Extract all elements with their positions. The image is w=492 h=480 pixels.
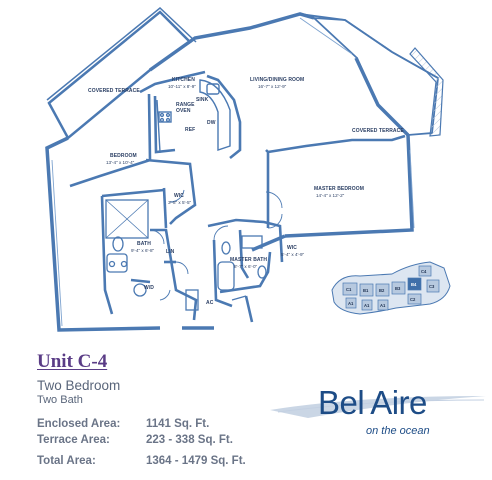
dim-wic-1: 3'-8" x 5'-5" <box>168 200 192 205</box>
label-sink: SINK <box>196 97 209 103</box>
enclosed-area-row: Enclosed Area: 1141 Sq. Ft. <box>37 418 297 434</box>
label-range-oven-2: OVEN <box>176 108 191 114</box>
dim-wic-2: 5'-4" x 4'-9" <box>281 252 305 257</box>
unit-title: Unit C-4 <box>37 351 108 372</box>
bath-fixtures <box>105 199 199 311</box>
unit-bedrooms: Two Bedroom <box>37 378 121 393</box>
kitchen-counter <box>156 79 231 153</box>
brand-swoosh <box>270 396 486 418</box>
room-labels: COVERED TERRACE KITCHEN 10'-11" x 8'-9" … <box>88 77 404 306</box>
interior-walls <box>69 70 406 323</box>
label-master-bath: MASTER BATH <box>230 257 267 263</box>
master-bath-fixtures <box>217 235 267 301</box>
label-range-oven-1: RANGE <box>176 102 195 108</box>
covered-terrace-left <box>46 7 197 140</box>
covered-terrace-right <box>299 13 444 137</box>
key-label-c2: C2 <box>410 297 416 302</box>
key-label-b1: B1 <box>363 288 369 293</box>
dim-kitchen: 10'-11" x 8'-9" <box>168 84 196 89</box>
label-bedroom: BEDROOM <box>110 153 137 159</box>
door-swings <box>149 189 283 301</box>
label-wd: W/D <box>144 285 154 291</box>
key-label-c4: C4 <box>421 269 427 274</box>
label-ac: AC <box>206 300 214 306</box>
key-plan: C1 B1 B2 B3 B4 C4 C3 C2 A1 A1 A1 <box>331 261 451 315</box>
terrace-area-row: Terrace Area: 223 - 338 Sq. Ft. <box>37 434 297 450</box>
brand-tagline: on the ocean <box>366 425 430 437</box>
key-label-c1: C1 <box>346 287 352 292</box>
label-kitchen: KITCHEN <box>172 77 195 83</box>
terrace-area-value: 223 - 338 Sq. Ft. <box>146 434 233 446</box>
dim-living-dining: 16'-7" x 12'-9" <box>258 84 287 89</box>
total-area-label: Total Area: <box>37 455 96 467</box>
dim-bedroom: 13'-4" x 10'-4" <box>106 160 135 165</box>
label-dw: DW <box>207 120 216 126</box>
dim-master-bath: 8'-7" x 6'-0" <box>234 264 258 269</box>
label-master-bedroom: MASTER BEDROOM <box>314 186 364 192</box>
enclosed-area-label: Enclosed Area: <box>37 418 121 430</box>
brand-name-part1: Bel <box>318 384 365 421</box>
label-covered-terrace-top: COVERED TERRACE <box>88 88 140 94</box>
brand-name-part2: Aire <box>370 384 427 421</box>
label-bath: BATH <box>137 241 151 247</box>
label-wic-1: WIC <box>174 193 184 199</box>
dim-bath: 9'-4" x 6'-8" <box>131 248 155 253</box>
label-ref: REF <box>185 127 195 133</box>
dim-master-bedroom: 14'-4" x 12'-2" <box>316 193 345 198</box>
label-lin: LIN <box>166 249 175 255</box>
label-wic-2: WIC <box>287 245 297 251</box>
enclosed-area-value: 1141 Sq. Ft. <box>146 418 210 430</box>
windows <box>51 17 415 327</box>
key-label-a1-1: A1 <box>348 301 354 306</box>
total-area-row: Total Area: 1364 - 1479 Sq. Ft. <box>37 455 297 471</box>
key-label-a1-3: A1 <box>380 303 386 308</box>
key-label-c3: C3 <box>429 284 435 289</box>
label-living-dining: LIVING/DINING ROOM <box>250 77 304 83</box>
total-area-value: 1364 - 1479 Sq. Ft. <box>146 455 246 467</box>
terrace-area-label: Terrace Area: <box>37 434 110 446</box>
key-label-a1-2: A1 <box>364 303 370 308</box>
unit-baths: Two Bath <box>37 394 83 406</box>
key-label-b3: B3 <box>395 286 401 291</box>
key-label-b2: B2 <box>379 288 385 293</box>
label-covered-terrace-right: COVERED TERRACE <box>352 128 404 134</box>
key-label-b4: B4 <box>411 282 417 287</box>
